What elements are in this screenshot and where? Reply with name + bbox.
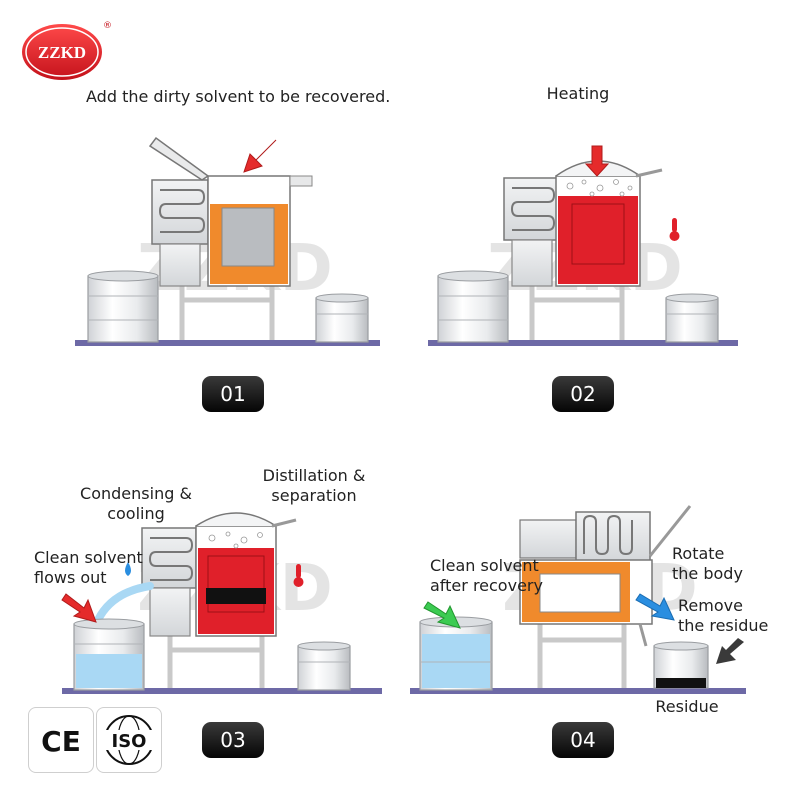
arrow-icon — [716, 638, 744, 664]
step-02-panel: ZZKD — [428, 145, 738, 346]
step-03-panel: ZZKD — [61, 512, 382, 694]
caption-clean-solvent-after-recovery: Clean solvent after recovery — [430, 556, 543, 595]
condenser-coil — [583, 514, 633, 556]
step-badge-02: 02 — [552, 376, 614, 412]
drum-large — [87, 270, 159, 343]
drop-icon — [125, 562, 131, 576]
tank-inner-basket — [539, 573, 621, 613]
drum-small — [665, 293, 719, 343]
condenser-box — [575, 511, 651, 563]
machine-stand — [167, 636, 265, 688]
caption-heating: Heating — [546, 84, 610, 103]
condenser-coil — [158, 189, 206, 233]
drum-small — [297, 641, 351, 691]
caption-residue: Residue — [655, 697, 719, 716]
bubbles — [566, 179, 633, 197]
step-badge-01: 01 — [202, 376, 264, 412]
step-01-panel: ZZKD — [75, 136, 380, 346]
lid-handle — [635, 168, 663, 178]
caption-rotate-body: Rotate the body — [672, 544, 743, 583]
step-badge-03: 03 — [202, 722, 264, 758]
machine-stand — [179, 286, 275, 340]
caption-distillation-separation: Distillation & separation — [262, 466, 366, 505]
iso-mark-text: ISO — [112, 731, 147, 752]
arrow-icon — [584, 145, 610, 177]
arrow-icon — [423, 601, 461, 629]
ce-mark-icon: CE — [41, 725, 81, 758]
drum-residue — [653, 641, 709, 689]
drum-clean-solvent — [419, 616, 493, 691]
floor-line — [75, 340, 380, 346]
machine-base — [519, 519, 577, 559]
ce-certification-mark: CE — [28, 707, 94, 773]
arrow-icon — [243, 139, 277, 173]
lid-handle — [271, 518, 297, 528]
drum-small — [315, 293, 369, 343]
machine-stand — [529, 286, 625, 340]
thermometer-icon — [669, 218, 680, 241]
residue-chute — [638, 623, 648, 647]
bubbles — [208, 531, 263, 549]
registered-mark: ® — [103, 21, 112, 31]
machine-base — [159, 243, 201, 287]
caption-condensing-cooling: Condensing & cooling — [80, 484, 192, 523]
caption-add-dirty-solvent: Add the dirty solvent to be recovered. — [86, 87, 391, 106]
residue-fill — [656, 678, 706, 688]
ce-mark-text: CE — [41, 725, 81, 758]
thermometer-icon — [293, 564, 304, 587]
caption-clean-solvent-flows-out: Clean solvent flows out — [34, 548, 143, 587]
floor-line — [428, 340, 738, 346]
iso-label-band — [101, 730, 157, 750]
iso-mark-icon: ISO — [101, 715, 157, 765]
machine-base — [149, 587, 191, 637]
arrow-icon — [61, 593, 97, 623]
iso-certification-mark: ISO — [96, 707, 162, 773]
floor-line — [62, 688, 382, 694]
clean-solvent-fill — [422, 634, 490, 688]
step-04-panel: ZZKD — [410, 505, 746, 694]
step-badge-04: 04 — [552, 722, 614, 758]
condenser-coil — [510, 187, 556, 231]
clean-solvent-fill — [76, 654, 142, 688]
condenser-coil — [148, 537, 194, 581]
tank-lip — [289, 175, 313, 187]
drum-clean-solvent — [73, 618, 145, 691]
tank-lid-open — [648, 505, 692, 557]
logo-text: ZZKD — [38, 43, 86, 62]
brand-logo: ZZKD ® — [22, 21, 112, 80]
floor-line — [410, 688, 746, 694]
machine-base — [511, 239, 553, 287]
logo-oval — [22, 24, 102, 80]
tank-inner-basket — [571, 203, 625, 265]
logo-ring — [25, 27, 99, 77]
caption-remove-residue: Remove the residue — [678, 596, 769, 635]
tank-lid-closed — [195, 512, 277, 527]
drum-large — [437, 270, 509, 343]
tank-inner-basket — [221, 207, 275, 267]
arrow-icon — [635, 593, 675, 621]
residue-layer — [206, 588, 266, 604]
tank-lid-open — [148, 136, 210, 181]
machine-stand — [537, 624, 627, 688]
